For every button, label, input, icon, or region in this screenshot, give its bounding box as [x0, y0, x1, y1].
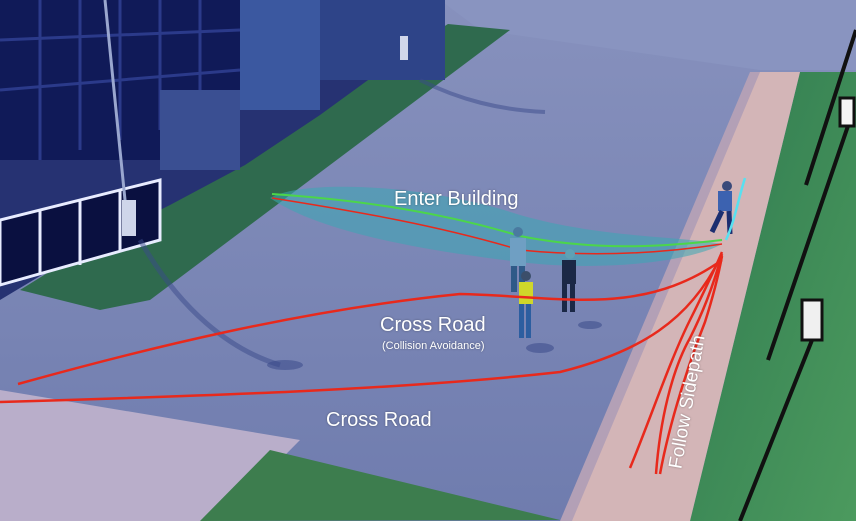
- lamp-shadow: [137, 238, 281, 368]
- pedestrian-3: [562, 249, 576, 312]
- lamp-head-1: [838, 96, 856, 128]
- enter-building-label: Enter Building: [394, 188, 519, 210]
- building-lower-windows: [0, 178, 162, 287]
- collision-avoidance-label: (Collision Avoidance): [382, 340, 485, 352]
- lamp-posts-right: [738, 29, 856, 521]
- building-window-grid: [0, 0, 241, 160]
- cross-road-label-1: Cross Road: [380, 314, 486, 336]
- red-trajectories: [0, 251, 724, 475]
- cross-road-label-2: Cross Road: [326, 409, 432, 431]
- far-pavement: [440, 0, 856, 70]
- shadows: [267, 321, 602, 370]
- building-pillar: [160, 90, 240, 170]
- grass-bottom: [200, 450, 560, 521]
- plaza-bottom-left: [0, 390, 300, 521]
- lamp-base-left: [122, 200, 136, 236]
- tower-shadow: [419, 78, 546, 114]
- sidewalk-curb: [560, 72, 760, 521]
- grass-right: [690, 72, 856, 521]
- pedestrian-4-path-cyan: [724, 177, 747, 241]
- building-tower-right: [320, 0, 445, 80]
- building-tower: [240, 0, 320, 110]
- lamp-head-2: [800, 298, 824, 342]
- bollard: [400, 36, 408, 60]
- pedestrian-4: [709, 181, 733, 235]
- lamp-post-left: [103, 0, 130, 231]
- pedestrian-2: [519, 271, 533, 338]
